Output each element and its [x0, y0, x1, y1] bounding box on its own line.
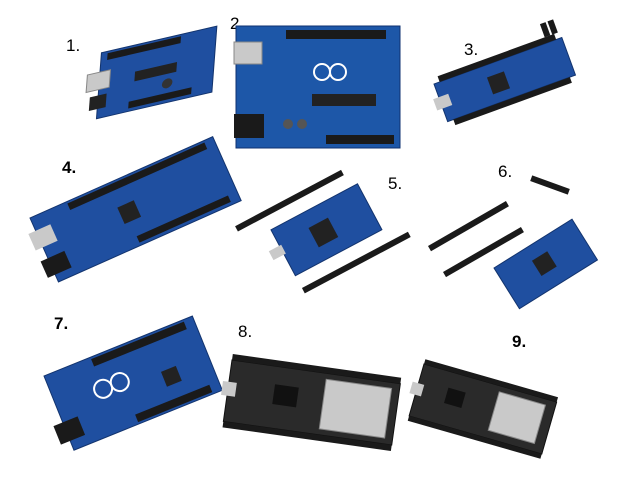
board-7-arduino-leonardo: 7. [30, 310, 223, 460]
label-9: 9. [512, 332, 527, 351]
board-5-image [235, 169, 411, 294]
board-8-esp32: 8. [221, 320, 414, 451]
board-2-image [233, 25, 401, 149]
board-1-image [85, 25, 218, 120]
board-3-arduino-nano: 3. [428, 19, 588, 142]
label-5: 5. [388, 174, 403, 193]
board-9-image [407, 359, 559, 459]
board-1-arduino-uno: 1. [60, 25, 218, 140]
board-5-pro-micro: 5. [235, 168, 414, 300]
label-7: 7. [54, 314, 69, 333]
board-3-image [433, 19, 577, 126]
label-8: 8. [238, 322, 253, 341]
board-4-arduino-mega: 4. [24, 135, 242, 288]
label-6: 6. [498, 162, 513, 181]
board-2-arduino-uno: 2. [226, 14, 410, 150]
label-3: 3. [464, 40, 479, 59]
board-9-nodemcu: 9. [407, 322, 588, 459]
board-4-image [28, 135, 242, 283]
label-4: 4. [62, 158, 77, 177]
board-7-image [43, 315, 223, 451]
board-8-image [221, 354, 402, 451]
label-1: 1. [66, 36, 81, 55]
board-6-image [428, 175, 599, 310]
board-6-pro-mini: 6. [424, 160, 604, 310]
